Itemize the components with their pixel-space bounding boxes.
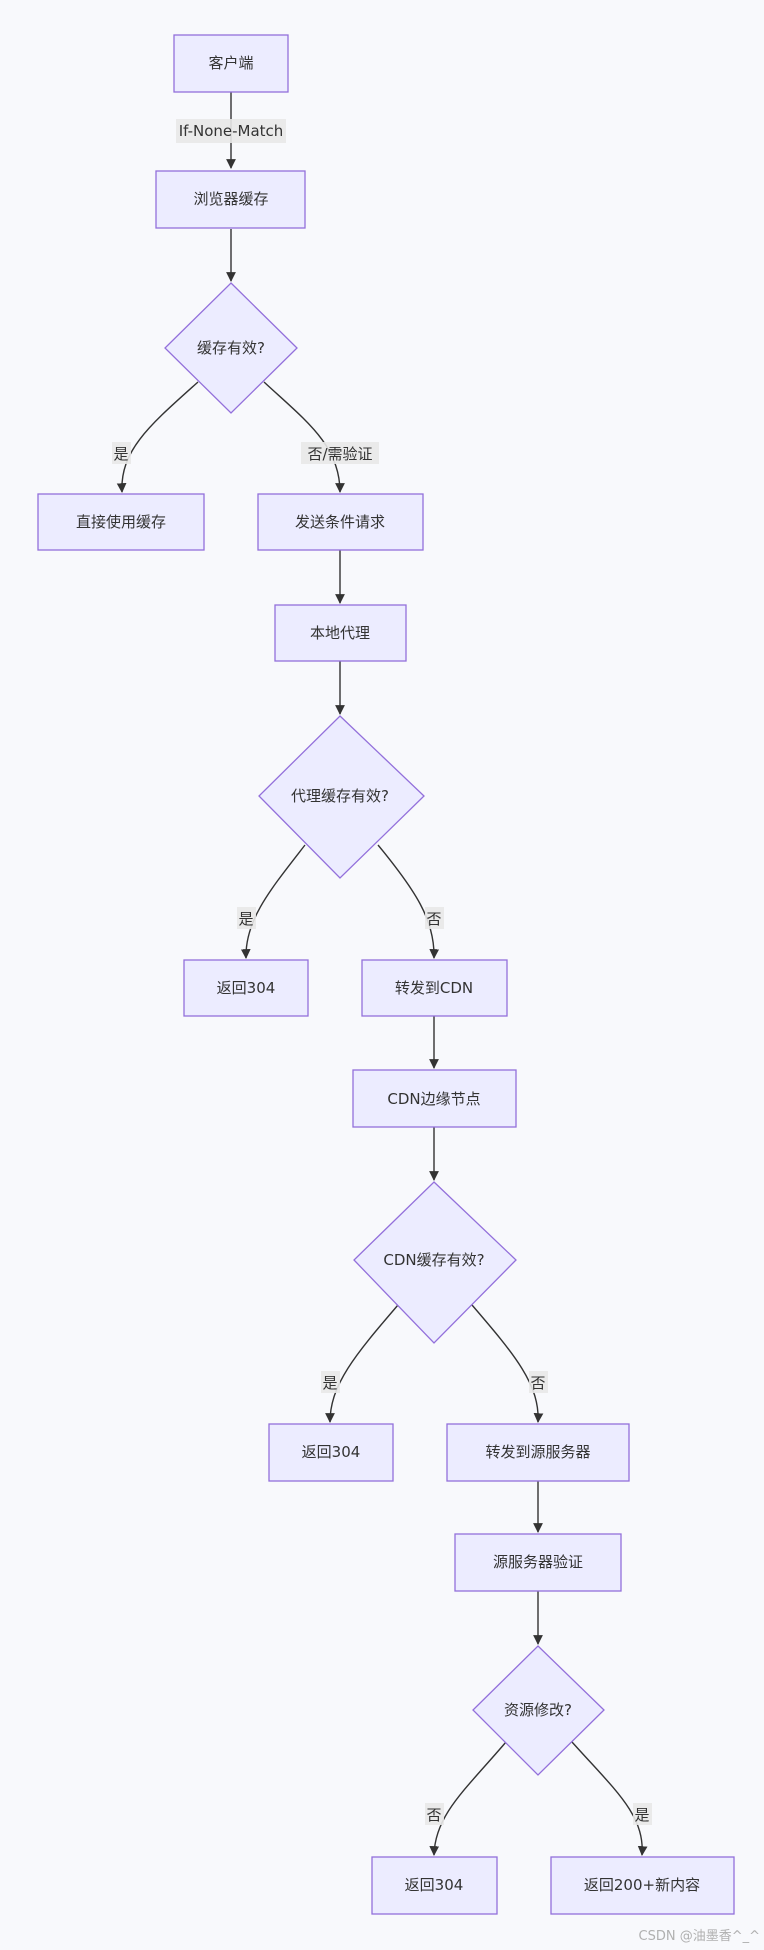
- decision-cache-valid-label: 缓存有效?: [197, 339, 265, 357]
- node-cdn-return-304: 返回304: [268, 1423, 394, 1482]
- node-origin-return-304-label: 返回304: [405, 1876, 464, 1894]
- edge-proxy-valid-no: [377, 844, 440, 959]
- edge-cache-valid-no: [263, 381, 345, 493]
- node-cdn-edge-node: CDN边缘节点: [352, 1069, 517, 1128]
- decision-cdn-cache-valid: CDN缓存有效?: [353, 1181, 517, 1344]
- edge-cdn-valid-no: [471, 1304, 544, 1423]
- node-use-cache: 直接使用缓存: [37, 493, 205, 551]
- decision-proxy-cache-valid: 代理缓存有效?: [258, 715, 425, 879]
- node-return-200: 返回200+新内容: [550, 1856, 735, 1915]
- decision-cdn-cache-valid-label: CDN缓存有效?: [383, 1251, 484, 1269]
- node-client: 客户端: [173, 34, 289, 93]
- node-forward-to-cdn: 转发到CDN: [361, 959, 508, 1017]
- node-origin-validate-label: 源服务器验证: [493, 1553, 583, 1571]
- node-browser-cache: 浏览器缓存: [155, 170, 306, 229]
- node-proxy-return-304-label: 返回304: [217, 979, 276, 997]
- node-browser-cache-label: 浏览器缓存: [193, 190, 268, 208]
- node-conditional-request-label: 发送条件请求: [295, 513, 385, 531]
- edge-proxy-valid-yes: [240, 844, 306, 959]
- node-local-proxy: 本地代理: [274, 604, 407, 662]
- edge-label-if-none-match: If-None-Match: [179, 122, 284, 140]
- node-cdn-edge-node-label: CDN边缘节点: [387, 1090, 480, 1108]
- edge-label-proxy-yes: 是: [238, 910, 253, 928]
- edge-label-modified-yes: 是: [634, 1806, 649, 1824]
- node-return-200-label: 返回200+新内容: [584, 1876, 700, 1894]
- edge-label-cache-yes: 是: [113, 445, 128, 463]
- node-use-cache-label: 直接使用缓存: [76, 513, 166, 531]
- decision-resource-modified-label: 资源修改?: [504, 1701, 572, 1719]
- node-client-label: 客户端: [208, 54, 253, 72]
- edge-modified-no: [429, 1741, 507, 1856]
- edge-labels: If-None-Match 是 否/需验证 是 否 是 否 否 是: [112, 119, 652, 1825]
- watermark: CSDN @油墨香^_^: [638, 1929, 760, 1944]
- edge-label-cache-no: 否/需验证: [307, 445, 372, 463]
- node-conditional-request: 发送条件请求: [257, 493, 424, 551]
- decision-resource-modified: 资源修改?: [472, 1645, 605, 1776]
- decision-proxy-cache-valid-label: 代理缓存有效?: [291, 787, 389, 805]
- node-forward-to-origin-label: 转发到源服务器: [485, 1443, 590, 1461]
- node-cdn-return-304-label: 返回304: [302, 1443, 361, 1461]
- node-origin-return-304: 返回304: [371, 1856, 498, 1915]
- node-forward-to-cdn-label: 转发到CDN: [395, 979, 473, 997]
- edge-modified-yes: [571, 1741, 648, 1856]
- node-local-proxy-label: 本地代理: [310, 624, 370, 642]
- edge-label-modified-no: 否: [426, 1806, 441, 1824]
- edge-cdn-valid-yes: [325, 1304, 399, 1423]
- node-proxy-return-304: 返回304: [183, 959, 309, 1017]
- edge-label-cdn-yes: 是: [322, 1374, 337, 1392]
- edge-label-cdn-no: 否: [530, 1374, 545, 1392]
- node-forward-to-origin: 转发到源服务器: [446, 1423, 630, 1482]
- edges: [116, 92, 648, 1856]
- node-origin-validate: 源服务器验证: [454, 1533, 622, 1592]
- edge-cache-valid-yes: [116, 381, 199, 493]
- decision-cache-valid: 缓存有效?: [164, 282, 298, 414]
- edge-label-proxy-no: 否: [426, 910, 441, 928]
